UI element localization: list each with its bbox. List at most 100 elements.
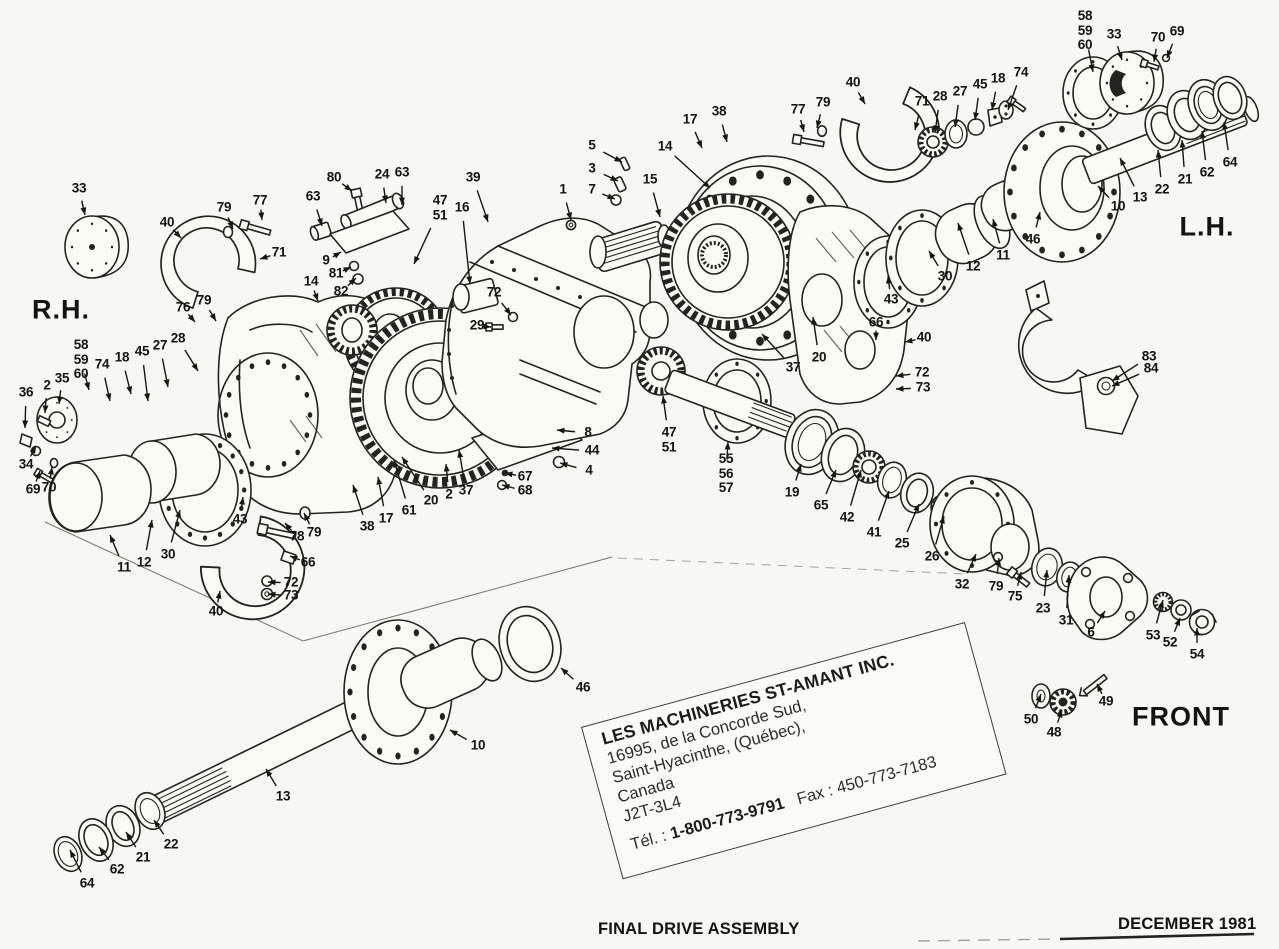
part-callout-62: 62 bbox=[1199, 164, 1215, 180]
part-callout-47-51: 47 51 bbox=[432, 192, 448, 222]
part-callout-3: 3 bbox=[588, 160, 596, 176]
part-callout-24: 24 bbox=[374, 166, 390, 182]
part-callout-28: 28 bbox=[170, 330, 186, 346]
part-callout-26: 26 bbox=[924, 548, 940, 564]
part-callout-8: 8 bbox=[584, 424, 592, 440]
part-callout-79: 79 bbox=[306, 524, 322, 540]
part-callout-79: 79 bbox=[216, 199, 232, 215]
part-callout-1: 1 bbox=[559, 181, 567, 197]
part-callout-18: 18 bbox=[990, 70, 1006, 86]
drawing-title: FINAL DRIVE ASSEMBLY bbox=[598, 920, 800, 938]
part-callout-27: 27 bbox=[152, 337, 168, 353]
part-callout-81: 81 bbox=[328, 265, 344, 281]
part-callout-35: 35 bbox=[54, 370, 70, 386]
part-callout-13: 13 bbox=[1132, 189, 1148, 205]
part-callout-32: 32 bbox=[954, 576, 970, 592]
part-callout-45: 45 bbox=[972, 76, 988, 92]
orientation-label-front: FRONT bbox=[1132, 701, 1230, 732]
part-callout-25: 25 bbox=[894, 535, 910, 551]
part-callout-9: 9 bbox=[322, 252, 330, 268]
part-callout-62: 62 bbox=[109, 861, 125, 877]
part-callout-37: 37 bbox=[785, 359, 801, 375]
part-callout-12: 12 bbox=[965, 258, 981, 274]
part-callout-46: 46 bbox=[1025, 231, 1041, 247]
part-callout-65: 65 bbox=[813, 497, 829, 513]
part-callout-37: 37 bbox=[458, 482, 474, 498]
part-callout-70: 70 bbox=[41, 479, 57, 495]
part-callout-11: 11 bbox=[117, 559, 131, 575]
part-callout-17: 17 bbox=[378, 510, 394, 526]
part-callout-20: 20 bbox=[811, 349, 827, 365]
part-callout-64: 64 bbox=[1222, 154, 1238, 170]
part-callout-69: 69 bbox=[1169, 23, 1185, 39]
part-callout-14: 14 bbox=[303, 273, 319, 289]
part-callout-61: 61 bbox=[401, 502, 417, 518]
part-callout-22: 22 bbox=[1154, 181, 1170, 197]
part-callout-74: 74 bbox=[94, 356, 110, 372]
part-callout-39: 39 bbox=[465, 169, 481, 185]
part-callout-40: 40 bbox=[159, 214, 175, 230]
part-callout-4: 4 bbox=[585, 462, 593, 478]
part-callout-63: 63 bbox=[394, 164, 410, 180]
part-callout-79: 79 bbox=[815, 94, 831, 110]
part-callout-44: 44 bbox=[584, 442, 600, 458]
part-callout-14: 14 bbox=[657, 138, 673, 154]
part-callout-46: 46 bbox=[575, 679, 591, 695]
part-callout-71: 71 bbox=[271, 244, 287, 260]
drawing-date: DECEMBER 1981 bbox=[1118, 915, 1257, 933]
part-callout-31: 31 bbox=[1058, 612, 1074, 628]
part-callout-52: 52 bbox=[1162, 634, 1178, 650]
part-callout-70: 70 bbox=[1150, 29, 1166, 45]
orientation-label-lh: L.H. bbox=[1179, 211, 1235, 242]
part-callout-73: 73 bbox=[915, 379, 931, 395]
part-callout-19: 19 bbox=[784, 484, 800, 500]
part-callout-28: 28 bbox=[932, 88, 948, 104]
part-callout-22: 22 bbox=[163, 836, 179, 852]
part-callout-58-59-60: 58 59 60 bbox=[73, 337, 89, 382]
part-callout-80: 80 bbox=[326, 169, 342, 185]
part-callout-73: 73 bbox=[283, 587, 299, 603]
part-callout-82: 82 bbox=[333, 283, 349, 299]
part-callout-36: 36 bbox=[18, 384, 34, 400]
part-callout-21: 21 bbox=[1177, 171, 1193, 187]
part-callout-47-51: 47 51 bbox=[661, 424, 677, 454]
part-callout-33: 33 bbox=[1106, 26, 1122, 42]
part-callout-53: 53 bbox=[1145, 627, 1161, 643]
part-callout-74: 74 bbox=[1013, 64, 1029, 80]
part-callout-66: 66 bbox=[868, 314, 884, 330]
part-callout-84: 84 bbox=[1143, 360, 1159, 376]
part-callout-77: 77 bbox=[790, 101, 806, 117]
part-callout-42: 42 bbox=[839, 509, 855, 525]
part-callout-72: 72 bbox=[283, 574, 299, 590]
part-callout-20: 20 bbox=[423, 492, 439, 508]
part-callout-79: 79 bbox=[196, 292, 212, 308]
part-callout-50: 50 bbox=[1023, 711, 1039, 727]
part-callout-23: 23 bbox=[1035, 600, 1051, 616]
section-divider-line bbox=[44, 521, 613, 642]
part-callout-10: 10 bbox=[1110, 198, 1126, 214]
vendor-tel-label: Tél. : bbox=[628, 826, 669, 854]
part-callout-72: 72 bbox=[486, 284, 502, 300]
part-callout-79: 79 bbox=[988, 578, 1004, 594]
part-callout-43: 43 bbox=[883, 291, 899, 307]
part-callout-55-56-57: 55 56 57 bbox=[718, 451, 734, 496]
part-callout-67: 67 bbox=[517, 468, 533, 484]
part-callout-41: 41 bbox=[866, 524, 882, 540]
part-callout-16: 16 bbox=[454, 199, 470, 215]
part-callout-48: 48 bbox=[1046, 724, 1062, 740]
part-callout-49: 49 bbox=[1098, 693, 1114, 709]
part-callout-63: 63 bbox=[305, 188, 321, 204]
part-callout-78: 78 bbox=[289, 528, 305, 544]
part-callout-13: 13 bbox=[275, 788, 291, 804]
part-callout-17: 17 bbox=[682, 111, 698, 127]
part-callout-43: 43 bbox=[232, 511, 248, 527]
part-callout-2: 2 bbox=[43, 377, 51, 393]
part-callout-64: 64 bbox=[79, 875, 95, 891]
part-callout-75: 75 bbox=[1007, 588, 1023, 604]
part-callout-72: 72 bbox=[914, 364, 930, 380]
part-callout-83: 83 bbox=[1141, 348, 1157, 364]
part-callout-40: 40 bbox=[916, 329, 932, 345]
part-callout-2: 2 bbox=[445, 486, 453, 502]
part-callout-21: 21 bbox=[135, 849, 151, 865]
